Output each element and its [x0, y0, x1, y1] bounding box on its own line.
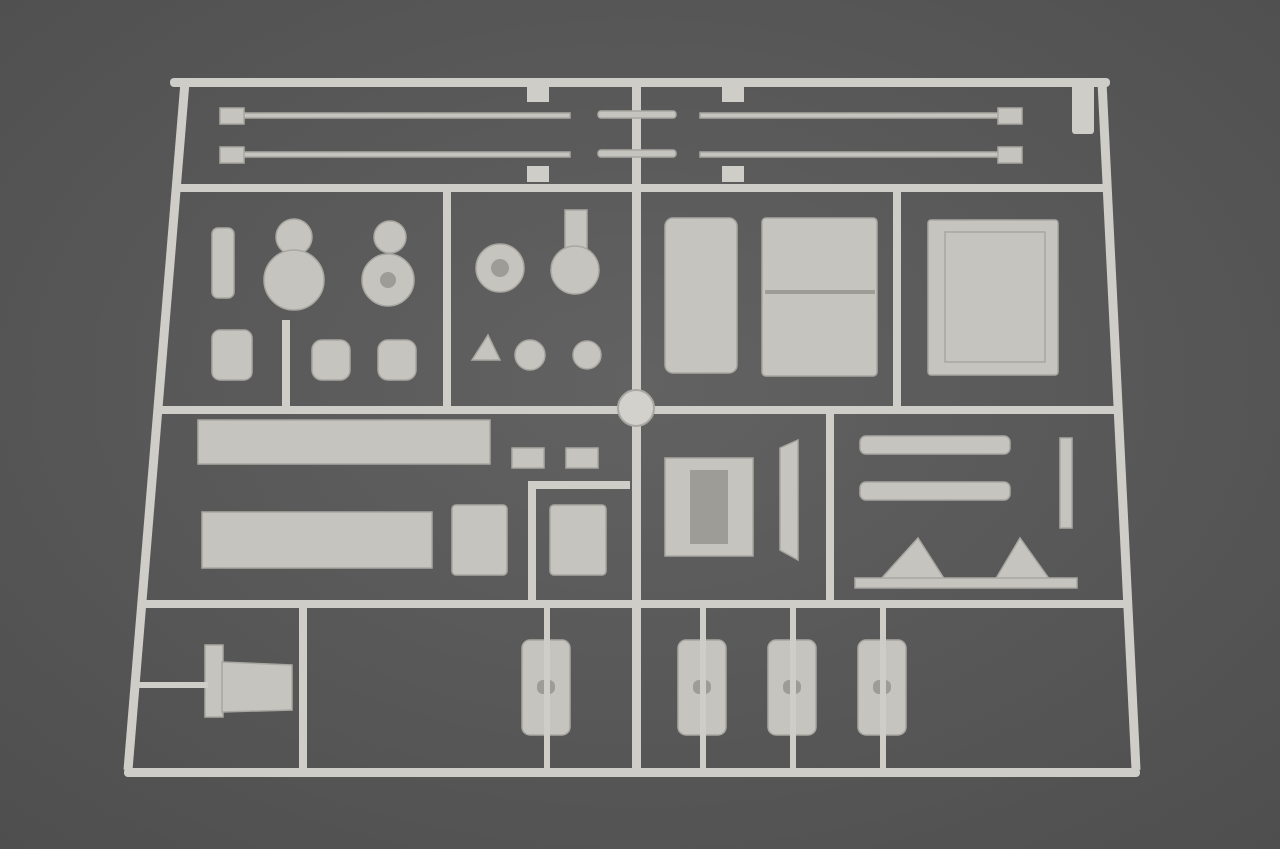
mechanical-parts: [664, 435, 1078, 589]
round-parts: [211, 209, 602, 381]
panel-parts: [664, 217, 1059, 377]
bottom-parts: [138, 608, 907, 768]
circular-gate-logo: [617, 389, 655, 427]
rod-parts: [219, 86, 1023, 182]
plate-parts: [197, 419, 630, 600]
